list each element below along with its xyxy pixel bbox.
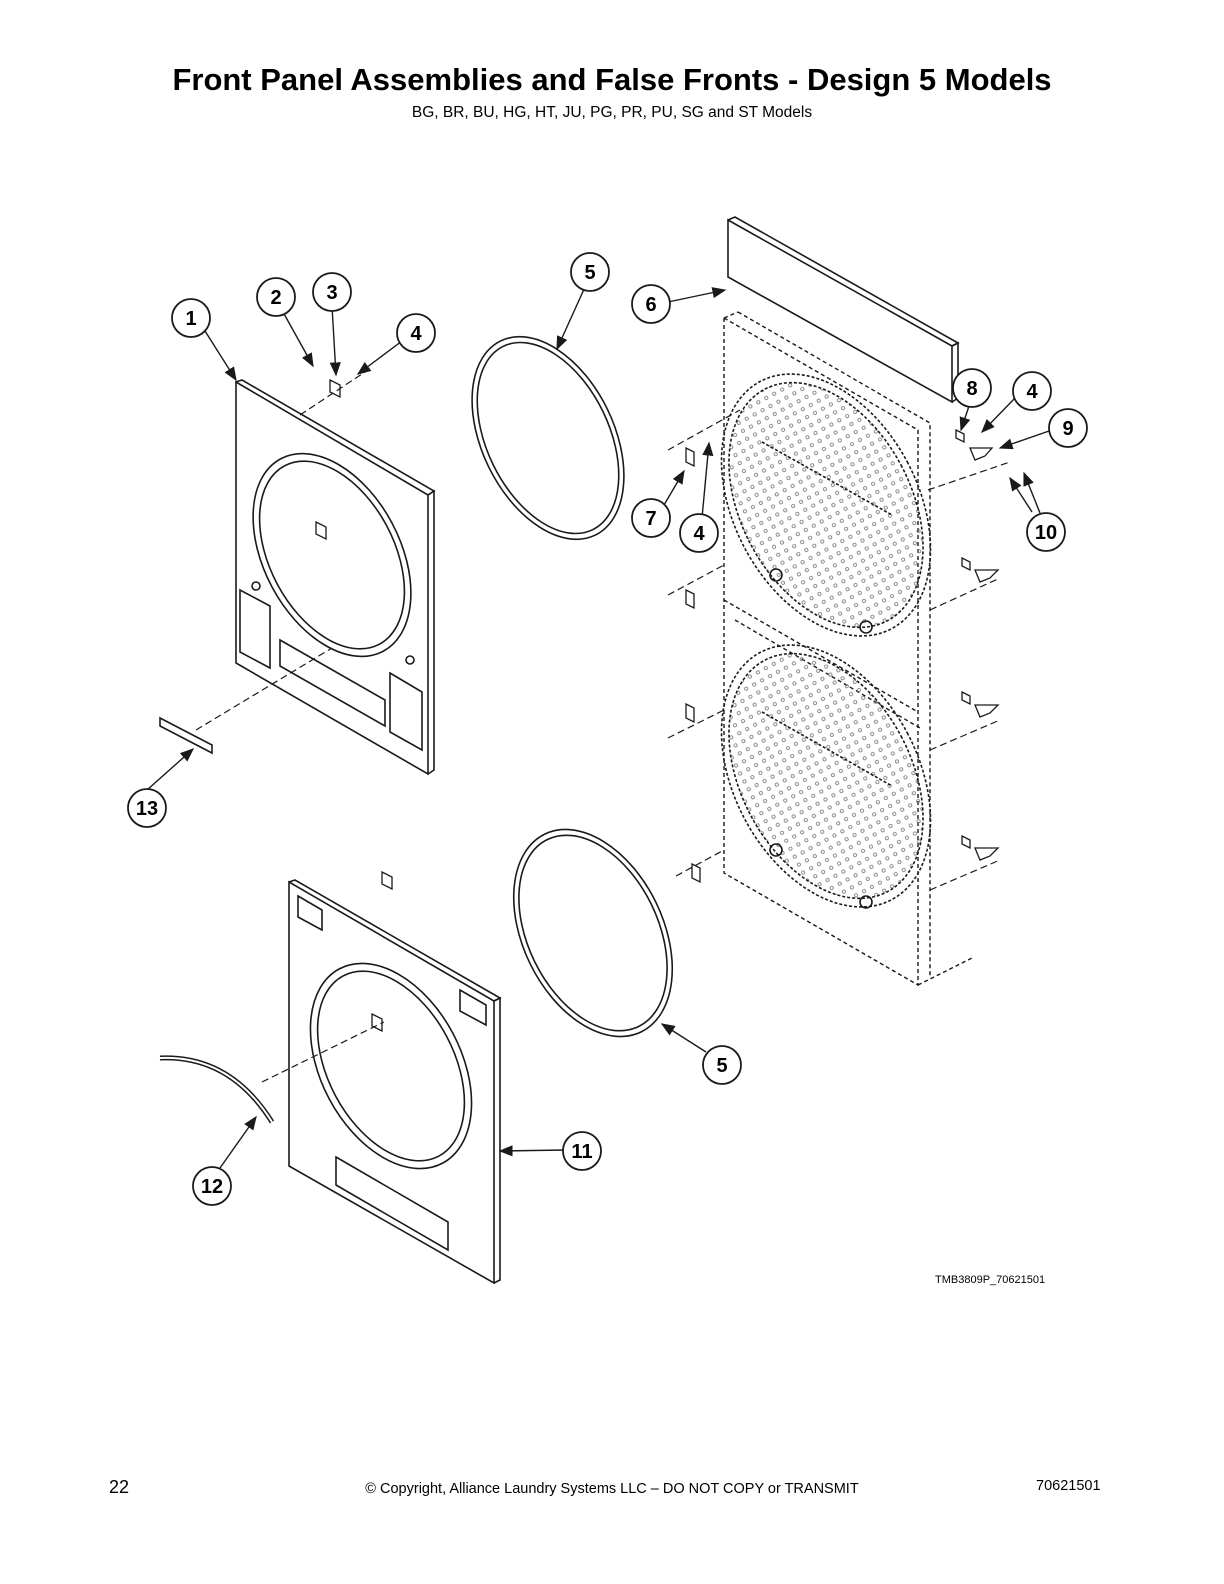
callout-4b-text: 4 bbox=[1026, 381, 1038, 403]
callout-12: 12 bbox=[192, 1166, 232, 1206]
callout-3: 3 bbox=[312, 272, 352, 312]
figure-id: TMB3809P_70621501 bbox=[935, 1274, 1046, 1286]
callout-2-text: 2 bbox=[270, 287, 281, 309]
callout-5b-text: 5 bbox=[716, 1055, 727, 1077]
callout-5a-text: 5 bbox=[584, 262, 595, 284]
callout-12-text: 12 bbox=[201, 1176, 223, 1198]
page-subtitle: BG, BR, BU, HG, HT, JU, PG, PR, PU, SG a… bbox=[411, 104, 813, 121]
callout-4b: 4 bbox=[1012, 371, 1052, 411]
top-cap bbox=[727, 218, 953, 404]
page-title: Front Panel Assemblies and False Fronts … bbox=[172, 62, 1052, 97]
callout-8-text: 8 bbox=[966, 378, 977, 400]
callout-1: 1 bbox=[171, 298, 211, 338]
callout-labels: 1 2 3 4 5 6 4 8 9 7 4 10 13 5 11 12 bbox=[127, 252, 1088, 1206]
callout-9: 9 bbox=[1048, 408, 1088, 448]
callout-4c: 4 bbox=[679, 513, 719, 553]
callout-8: 8 bbox=[952, 368, 992, 408]
callout-10-text: 10 bbox=[1035, 522, 1057, 544]
callout-6-text: 6 bbox=[645, 294, 656, 316]
callout-4c-text: 4 bbox=[693, 523, 705, 545]
callout-11: 11 bbox=[562, 1131, 602, 1171]
lower-front-panel bbox=[288, 879, 502, 1285]
callout-13: 13 bbox=[127, 788, 167, 828]
callout-7-text: 7 bbox=[645, 508, 656, 530]
callout-5b: 5 bbox=[702, 1045, 742, 1085]
seal-strip bbox=[159, 1055, 275, 1124]
upper-drum bbox=[720, 373, 932, 637]
lower-drum bbox=[720, 644, 932, 909]
callout-5a: 5 bbox=[570, 252, 610, 292]
upper-front-panel bbox=[235, 379, 436, 776]
callout-4a: 4 bbox=[396, 313, 436, 353]
upper-gasket bbox=[471, 335, 625, 541]
callout-9-text: 9 bbox=[1062, 418, 1073, 440]
callout-11-text: 11 bbox=[571, 1141, 592, 1163]
callout-1-text: 1 bbox=[185, 308, 196, 330]
hinge-brackets bbox=[315, 378, 1000, 1033]
callout-2: 2 bbox=[256, 277, 296, 317]
callout-13-text: 13 bbox=[136, 798, 158, 820]
document-number: 70621501 bbox=[1036, 1478, 1101, 1494]
callout-3-text: 3 bbox=[326, 282, 337, 304]
copyright-notice: © Copyright, Alliance Laundry Systems LL… bbox=[365, 1481, 859, 1497]
filler-strip bbox=[159, 716, 213, 755]
lower-gasket bbox=[512, 828, 674, 1038]
callout-7: 7 bbox=[631, 498, 671, 538]
callout-10: 10 bbox=[1026, 512, 1066, 552]
page-number: 22 bbox=[109, 1477, 130, 1497]
callout-6: 6 bbox=[631, 284, 671, 324]
callout-4a-text: 4 bbox=[410, 323, 422, 345]
